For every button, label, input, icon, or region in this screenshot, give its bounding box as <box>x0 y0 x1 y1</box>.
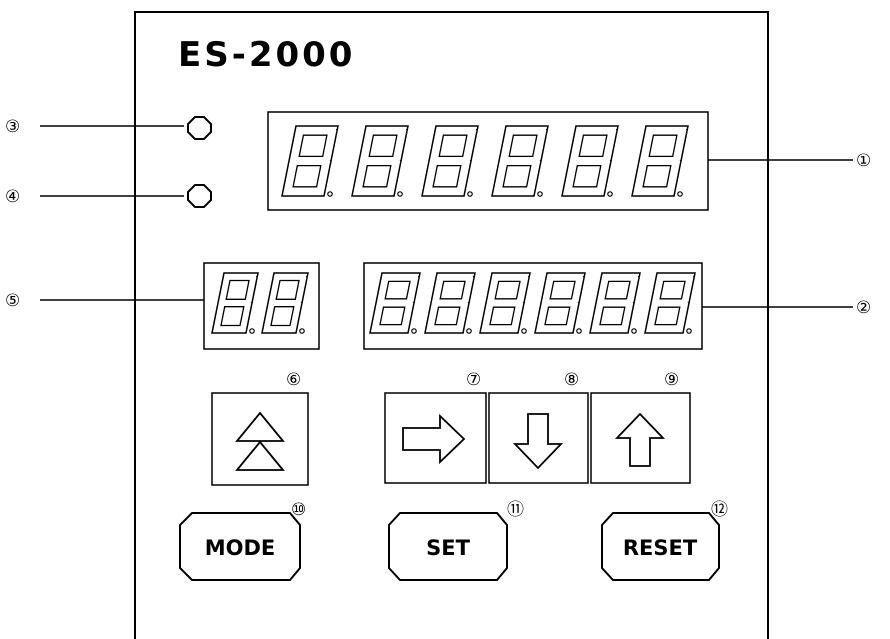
sub-display-digit <box>369 272 421 334</box>
led-1-icon <box>187 116 212 140</box>
sub-display-digit <box>534 272 586 334</box>
set-button-callout: ⑪ <box>507 500 524 520</box>
small-display: ⑤ <box>5 262 320 350</box>
main-display-digit <box>281 125 339 197</box>
mode-button-shape[interactable] <box>179 512 301 581</box>
reset-button-callout: ⑫ <box>711 500 728 520</box>
sub-display-digit <box>479 272 531 334</box>
led-2-icon <box>187 184 212 208</box>
key-double-up[interactable]: ⑥ <box>211 370 309 486</box>
key-up-callout: ⑨ <box>664 370 679 390</box>
reset-button-label: RESET <box>623 536 698 560</box>
sub-display: ② <box>363 262 871 350</box>
sub-display-digit <box>644 272 696 334</box>
reset-button-shape[interactable] <box>601 512 720 581</box>
double-up-arrow-icon <box>235 411 285 471</box>
small-display-digit <box>211 272 259 334</box>
set-button[interactable]: SET ⑪ <box>388 500 524 581</box>
led-2-callout: ④ <box>5 187 20 207</box>
small-display-digits <box>211 272 309 334</box>
main-display-callout: ① <box>856 151 871 171</box>
main-display-digits <box>281 125 689 197</box>
key-down[interactable]: ⑧ <box>488 370 589 484</box>
up-arrow-icon <box>614 412 666 467</box>
main-display-digit <box>561 125 619 197</box>
sub-display-digits <box>369 272 696 334</box>
sub-display-callout: ② <box>856 298 871 318</box>
panel-outline <box>134 11 769 639</box>
sub-display-frame <box>363 262 703 350</box>
main-display-digit <box>421 125 479 197</box>
main-display-digit <box>351 125 409 197</box>
reset-button[interactable]: RESET ⑫ <box>601 500 728 581</box>
key-right-callout: ⑦ <box>466 370 481 390</box>
set-button-label: SET <box>426 536 470 560</box>
model-name: ES-2000 <box>178 35 355 75</box>
mode-button[interactable]: MODE ⑩ <box>179 500 306 581</box>
small-display-digit <box>261 272 309 334</box>
mode-button-label: MODE <box>205 536 276 560</box>
led-indicator-2: ④ <box>5 184 212 208</box>
sub-display-digit <box>424 272 476 334</box>
main-display-frame <box>267 111 709 211</box>
sub-display-digit <box>589 272 641 334</box>
set-button-shape[interactable] <box>388 512 508 581</box>
mode-button-callout: ⑩ <box>291 500 306 520</box>
key-double-up-callout: ⑥ <box>286 370 301 390</box>
key-right[interactable]: ⑦ <box>384 370 487 484</box>
main-display: ① <box>267 111 871 211</box>
main-display-digit <box>491 125 549 197</box>
led-indicator-1: ③ <box>5 116 212 140</box>
key-down-callout: ⑧ <box>564 370 579 390</box>
right-arrow-icon <box>402 413 466 465</box>
small-display-callout: ⑤ <box>5 291 20 311</box>
led-1-callout: ③ <box>5 117 20 137</box>
key-up[interactable]: ⑨ <box>590 370 691 484</box>
down-arrow-icon <box>512 413 564 470</box>
main-display-digit <box>631 125 689 197</box>
